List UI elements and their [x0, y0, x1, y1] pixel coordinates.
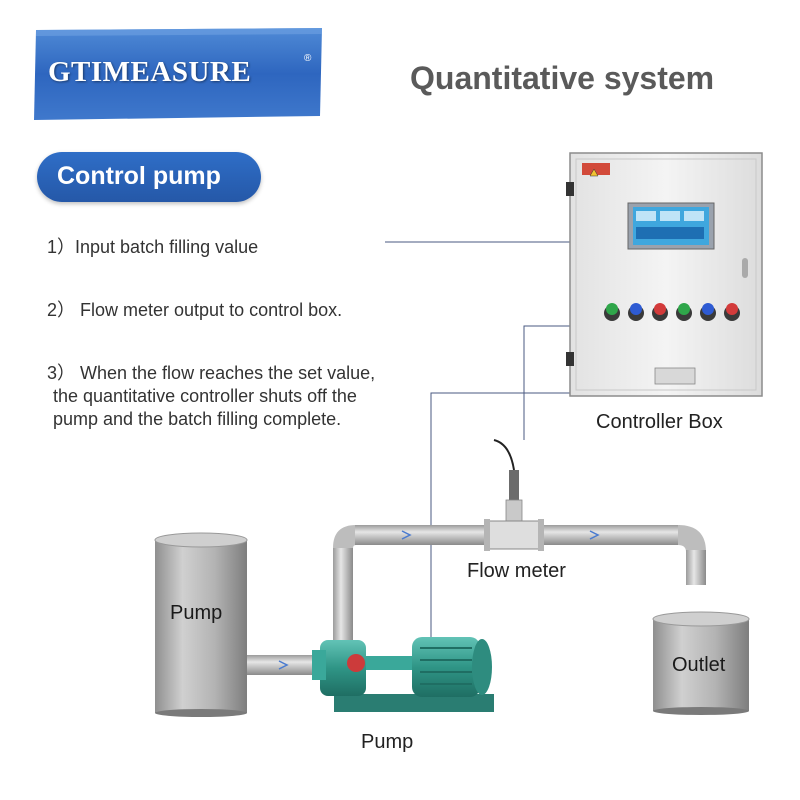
button-green-2	[676, 303, 692, 321]
section-heading: Control pump	[37, 152, 261, 202]
logo-banner	[34, 28, 322, 120]
step-3-line-3: pump and the batch filling complete.	[53, 409, 342, 429]
pump-tank	[154, 532, 248, 717]
pump-label: Pump	[361, 731, 414, 753]
controller-box-label: Controller Box	[596, 411, 723, 433]
step-3-line-1: 3） When the flow reaches the set value,	[47, 363, 376, 383]
step-2: 2） Flow meter output to control box.	[47, 300, 343, 320]
outlet-label: Outlet	[672, 654, 726, 676]
step-1: 1）Input batch filling value	[47, 237, 259, 257]
button-red-1	[652, 303, 668, 321]
controller-buttons	[604, 303, 740, 321]
section-heading-label: Control pump	[57, 162, 221, 190]
brand-logo: GTIMEASURE	[48, 56, 252, 88]
pump-unit	[312, 637, 494, 712]
registered-mark: ®	[304, 53, 312, 64]
outlet-tank	[652, 611, 750, 715]
step-3: 3） When the flow reaches the set value, …	[47, 362, 375, 431]
connector-lines	[385, 241, 572, 660]
button-blue-1	[628, 303, 644, 321]
controller-box	[566, 152, 763, 397]
button-blue-2	[700, 303, 716, 321]
button-red-2	[724, 303, 740, 321]
page-title: Quantitative system	[410, 60, 715, 96]
flow-meter	[484, 439, 544, 551]
flow-meter-label: Flow meter	[467, 560, 566, 582]
pump-tank-label: Pump	[170, 602, 223, 624]
button-green-1	[604, 303, 620, 321]
step-3-line-2: the quantitative controller shuts off th…	[53, 386, 357, 406]
